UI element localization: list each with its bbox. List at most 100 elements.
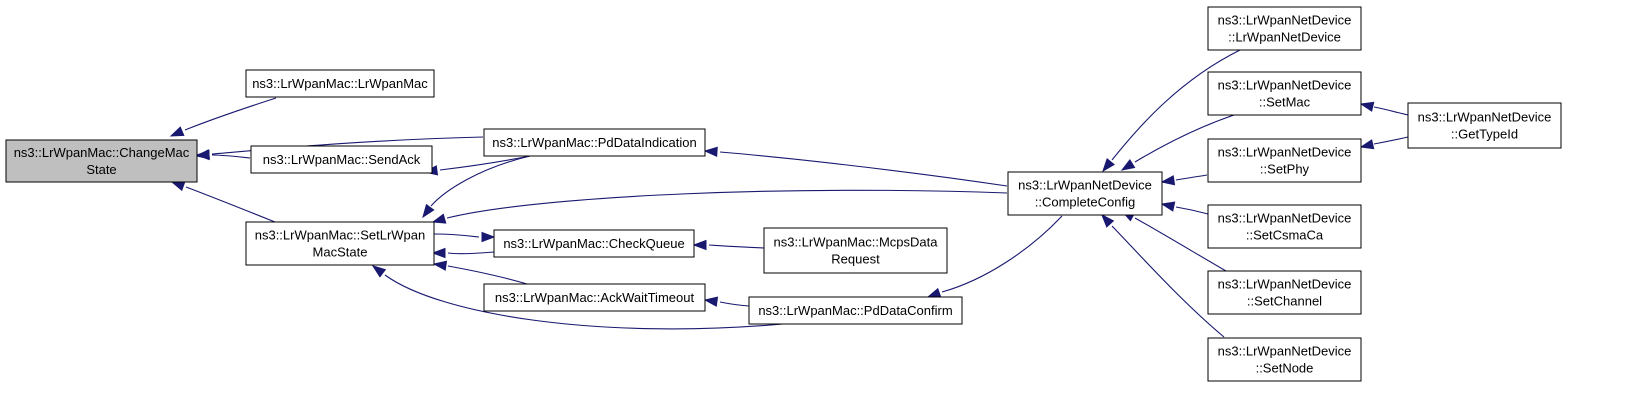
- node-set-csmaca[interactable]: ns3::LrWpanNetDevice::SetCsmaCa: [1207, 204, 1362, 249]
- edge-pd_data_indication-to-set_lrwpan_mac_state: [422, 155, 531, 219]
- node-get-type-id[interactable]: ns3::LrWpanNetDevice::GetTypeId: [1407, 102, 1562, 149]
- edge-arrowhead: [703, 296, 719, 307]
- node-box[interactable]: [483, 128, 706, 157]
- edge-line: [719, 151, 1008, 187]
- node-label: ns3::LrWpanMac::McpsData: [773, 235, 938, 250]
- node-box[interactable]: [483, 283, 706, 312]
- edge-set_phy-to-complete_config: [1160, 174, 1208, 186]
- node-box[interactable]: [1207, 204, 1362, 249]
- edge-complete_config-to-pd_data_indication: [703, 146, 1008, 187]
- node-label: ns3::LrWpanNetDevice: [1218, 277, 1352, 292]
- node-complete-config[interactable]: ns3::LrWpanNetDevice::CompleteConfig: [1007, 171, 1163, 216]
- edge-arrowhead: [195, 149, 210, 161]
- edge-arrowhead: [371, 265, 387, 278]
- edge-line: [446, 189, 1008, 219]
- node-label: ns3::LrWpanMac::ChangeMac: [14, 145, 190, 160]
- node-label: ns3::LrWpanMac::AckWaitTimeout: [495, 290, 695, 305]
- node-pd-data-confirm[interactable]: ns3::LrWpanMac::PdDataConfirm: [748, 296, 963, 325]
- edge-complete_config-to-set_lrwpan_mac_state: [431, 189, 1008, 224]
- edge-arrowhead: [926, 287, 942, 298]
- node-box[interactable]: [1007, 171, 1163, 216]
- edge-line: [211, 136, 484, 155]
- edge-arrowhead: [692, 239, 707, 251]
- node-label: ns3::LrWpanMac::SendAck: [263, 152, 421, 167]
- node-label: ns3::LrWpanMac::LrWpanMac: [252, 76, 428, 91]
- node-box[interactable]: [1207, 138, 1362, 183]
- edge-arrowhead: [1359, 139, 1375, 150]
- node-label: ns3::LrWpanNetDevice: [1218, 145, 1352, 160]
- node-label: ns3::LrWpanNetDevice: [1018, 178, 1152, 193]
- edge-arrowhead: [1102, 158, 1115, 173]
- edge-line: [1111, 49, 1241, 161]
- edge-line: [1175, 206, 1209, 215]
- edge-arrowhead: [432, 260, 448, 271]
- node-send-ack[interactable]: ns3::LrWpanMac::SendAck: [250, 145, 433, 174]
- node-label: ns3::LrWpanMac::PdDataConfirm: [758, 303, 952, 318]
- edges-layer: [169, 49, 1409, 338]
- edge-line: [211, 154, 251, 159]
- node-label: ::LrWpanNetDevice: [1228, 30, 1341, 45]
- nodes-layer: ns3::LrWpanMac::ChangeMacStatens3::LrWpa…: [5, 6, 1562, 382]
- node-box[interactable]: [1207, 270, 1362, 315]
- node-box[interactable]: [5, 139, 198, 183]
- node-label: ns3::LrWpanNetDevice: [1418, 110, 1552, 125]
- node-label: ns3::LrWpanMac::SetLrWpan: [255, 228, 426, 243]
- node-box[interactable]: [1407, 102, 1562, 149]
- edge-line: [1175, 174, 1208, 181]
- edge-send_ack-to-change_mac_state: [195, 149, 251, 161]
- node-set-channel[interactable]: ns3::LrWpanNetDevice::SetChannel: [1207, 270, 1362, 315]
- edge-netdevice_ctor-to-complete_config: [1102, 49, 1241, 173]
- node-set-node[interactable]: ns3::LrWpanNetDevice::SetNode: [1207, 337, 1362, 382]
- node-box[interactable]: [1207, 71, 1362, 116]
- node-label: ::SetNode: [1256, 361, 1314, 376]
- edge-arrowhead: [422, 203, 435, 219]
- edge-check_queue-to-set_lrwpan_mac_state: [431, 247, 495, 259]
- node-label: ns3::LrWpanMac::PdDataIndication: [492, 135, 697, 150]
- edge-arrowhead: [1160, 175, 1176, 186]
- edge-line: [719, 301, 750, 307]
- edge-line: [430, 155, 531, 207]
- node-set-mac[interactable]: ns3::LrWpanNetDevice::SetMac: [1207, 71, 1362, 116]
- node-check-queue[interactable]: ns3::LrWpanMac::CheckQueue: [493, 229, 695, 258]
- node-box[interactable]: [250, 145, 433, 174]
- edge-pd_data_confirm-to-set_lrwpan_mac_state: [371, 265, 784, 330]
- node-box[interactable]: [1207, 6, 1362, 51]
- node-label: ::SetPhy: [1260, 162, 1310, 177]
- node-box[interactable]: [1207, 337, 1362, 382]
- edge-get_type_id-to-set_mac: [1359, 101, 1409, 116]
- edge-arrowhead: [431, 247, 446, 259]
- edge-line: [708, 244, 765, 249]
- edge-line: [447, 251, 495, 255]
- node-label: ::SetCsmaCa: [1246, 228, 1324, 243]
- edge-line: [447, 265, 528, 285]
- edge-line: [1373, 106, 1409, 116]
- node-box[interactable]: [748, 296, 963, 325]
- node-label: MacState: [313, 245, 368, 260]
- edge-line: [1111, 225, 1225, 338]
- node-box[interactable]: [245, 221, 435, 266]
- node-label: ::CompleteConfig: [1035, 195, 1135, 210]
- edge-arrowhead: [170, 181, 186, 192]
- node-netdevice-ctor[interactable]: ns3::LrWpanNetDevice::LrWpanNetDevice: [1207, 6, 1362, 51]
- node-box[interactable]: [763, 227, 948, 274]
- edge-arrowhead: [1160, 201, 1176, 212]
- node-label: ::SetMac: [1259, 95, 1311, 110]
- edge-arrowhead: [169, 126, 185, 137]
- node-label: ::SetChannel: [1247, 294, 1322, 309]
- node-label: ns3::LrWpanNetDevice: [1218, 78, 1352, 93]
- node-pd-data-indication[interactable]: ns3::LrWpanMac::PdDataIndication: [483, 128, 706, 157]
- node-box[interactable]: [245, 69, 435, 98]
- node-box[interactable]: [493, 229, 695, 258]
- node-lrwpanmac-ctor[interactable]: ns3::LrWpanMac::LrWpanMac: [245, 69, 435, 98]
- edge-line: [184, 97, 277, 131]
- node-set-phy[interactable]: ns3::LrWpanNetDevice::SetPhy: [1207, 138, 1362, 183]
- node-ack-wait-timeout[interactable]: ns3::LrWpanMac::AckWaitTimeout: [483, 283, 706, 312]
- edge-line: [941, 215, 1063, 293]
- edge-set_node-to-complete_config: [1101, 213, 1225, 338]
- edge-line: [1134, 217, 1227, 272]
- node-label: ::GetTypeId: [1451, 127, 1518, 142]
- edge-line: [1134, 114, 1235, 163]
